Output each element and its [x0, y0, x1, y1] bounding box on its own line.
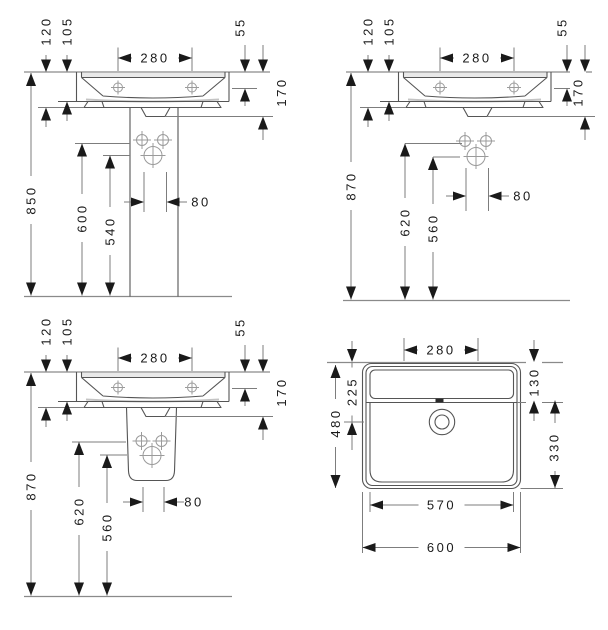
- dim-540-label: 540: [103, 216, 118, 245]
- dim-80-lines: [124, 172, 187, 212]
- dim-105-label: 105: [60, 16, 75, 45]
- dim-170-lines: [165, 45, 273, 140]
- dim-80-label: 80: [513, 189, 532, 204]
- arrowheads: [346, 53, 590, 300]
- dim-55-lines: [232, 345, 257, 406]
- dim-600-label: 600: [75, 203, 90, 232]
- drain-outlet: [462, 107, 493, 118]
- drain-outlet: [140, 407, 171, 418]
- half-pedestal-outline: [125, 407, 178, 482]
- dim-570-label: 570: [427, 498, 456, 513]
- dim-560-label: 560: [100, 512, 115, 541]
- mounting-holes: [456, 132, 495, 169]
- basin-outline: [380, 72, 552, 118]
- dim-80-lines: [123, 487, 184, 512]
- dim-80-label: 80: [191, 195, 210, 210]
- dim-620-label: 620: [72, 496, 87, 525]
- dim-130-label: 130: [527, 367, 542, 396]
- arrowheads: [26, 53, 268, 296]
- dim-280-label: 280: [140, 51, 169, 66]
- dim-280-label: 280: [462, 51, 491, 66]
- tap-holes: [433, 80, 521, 95]
- basin-outline: [58, 372, 230, 418]
- basin-outline: [361, 362, 522, 490]
- dim-55-label: 55: [233, 17, 248, 36]
- tap-holes: [111, 380, 199, 395]
- dim-80-lines: [446, 168, 509, 211]
- bowl-outline: [369, 401, 515, 483]
- dim-120-label: 120: [39, 16, 54, 45]
- dim-120-label: 120: [39, 316, 54, 345]
- dim-105-label: 105: [60, 316, 75, 345]
- view-wall-hung: 120 105 280 55 170 870 620 560 80: [343, 7, 595, 302]
- dim-620-label: 620: [398, 207, 413, 236]
- drain-outlet: [140, 107, 171, 118]
- dim-170-label: 170: [274, 377, 289, 406]
- dim-55-lines: [232, 45, 257, 106]
- dim-80-label: 80: [184, 495, 203, 510]
- mounting-holes: [132, 432, 171, 468]
- drain-hole: [428, 408, 456, 436]
- dim-225-label: 225: [345, 377, 360, 406]
- dim-560-label: 560: [426, 213, 441, 242]
- dim-105-label: 105: [382, 16, 397, 45]
- dim-870-label: 870: [24, 471, 39, 500]
- arrowheads: [330, 345, 560, 552]
- mounting-holes: [133, 131, 172, 168]
- arrowheads: [26, 353, 268, 596]
- dim-120-label: 120: [361, 16, 376, 45]
- dim-330-label: 330: [547, 432, 562, 461]
- dim-280-label: 280: [426, 343, 455, 358]
- dim-120-105-stems: [45, 347, 68, 427]
- dim-170-lines: [487, 45, 595, 140]
- tap-holes: [111, 80, 199, 95]
- view-top: 280 130 225 480 330 570 600: [327, 338, 563, 556]
- dim-170-label: 170: [571, 77, 586, 106]
- dim-480-label: 480: [328, 408, 343, 437]
- basin-outline: [58, 72, 230, 118]
- dim-870-label: 870: [344, 171, 359, 200]
- dim-280-label: 280: [140, 351, 169, 366]
- tap-deck: [369, 369, 515, 400]
- dim-120-105-stems: [45, 47, 68, 127]
- overflow-slot: [435, 398, 444, 403]
- view-front-with-pedestal: 120 105 280 55 170 850 600 540 80: [23, 7, 290, 298]
- dim-120-105-stems: [367, 47, 390, 127]
- dim-55-label: 55: [233, 317, 248, 336]
- dim-55-label: 55: [555, 17, 570, 36]
- dim-850-label: 850: [24, 185, 39, 214]
- view-half-pedestal: 120 105 280 55 170 870 620 560 80: [23, 307, 290, 598]
- dim-600-label: 600: [427, 540, 456, 555]
- dim-170-label: 170: [274, 77, 289, 106]
- dim-170-lines: [165, 345, 273, 440]
